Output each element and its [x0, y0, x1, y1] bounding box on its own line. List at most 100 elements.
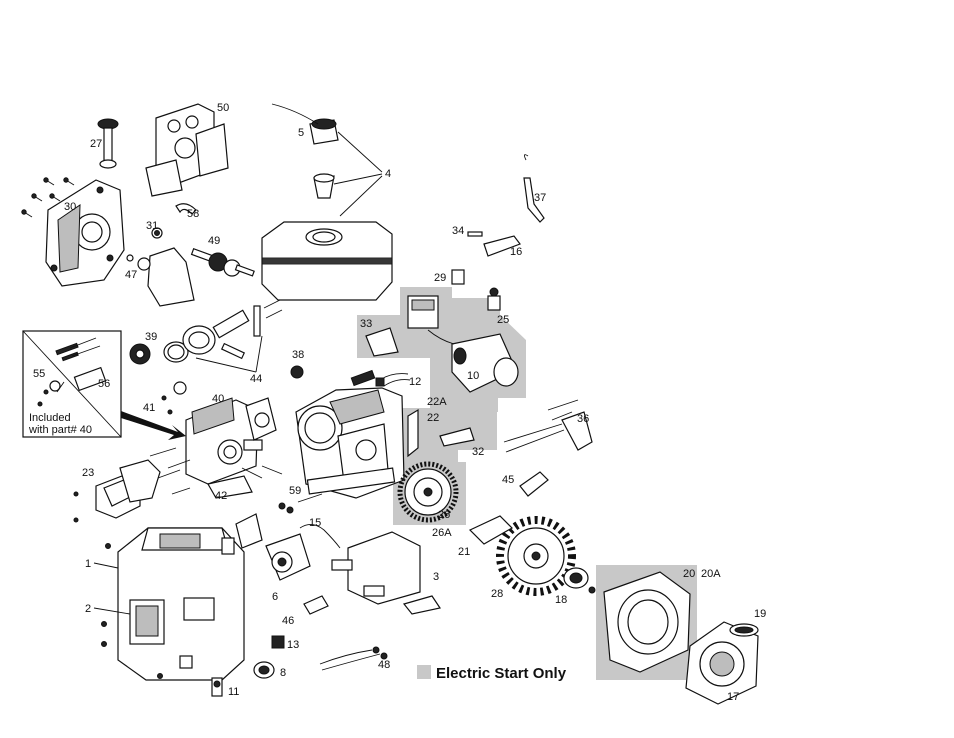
callout-45: 45 [502, 474, 514, 486]
part-13 [271, 635, 285, 649]
crankshaft-49 [190, 247, 255, 277]
bolt-row-1 [263, 299, 281, 309]
rocker-arm-42 [207, 475, 253, 499]
leader-4c [339, 175, 383, 217]
leader-4a [337, 131, 383, 173]
callout-10: 10 [467, 370, 479, 382]
callout-16: 16 [510, 246, 522, 258]
bearing-47 [137, 257, 151, 271]
callout-19: 19 [754, 608, 766, 620]
wiring-12 [375, 373, 411, 387]
cylinder-head-40 [185, 397, 263, 485]
governor-lever-36 [503, 399, 593, 453]
callout-59: 59 [289, 485, 301, 497]
choke-rod-37 [523, 154, 545, 223]
rocker-41 [173, 381, 187, 395]
starter-wire [427, 329, 455, 345]
callout-26A: 26A [432, 527, 452, 539]
bracket-33 [365, 327, 399, 357]
oil-dipstick-27 [97, 118, 119, 169]
callout-6: 6 [272, 591, 278, 603]
callout-1: 1 [85, 558, 91, 570]
callout-20A: 20A [701, 568, 721, 580]
bearing-47b [126, 254, 134, 262]
callout-47: 47 [125, 269, 137, 281]
screws-left [73, 491, 163, 679]
seal-31-inner [154, 230, 160, 236]
callout-40: 40 [212, 393, 224, 405]
carburetor-6 [265, 533, 311, 581]
recoil-handle-19 [729, 623, 759, 637]
recoil-starter-17 [685, 621, 759, 705]
callout-42: 42 [215, 490, 227, 502]
callout-22: 22 [427, 412, 439, 424]
deflector-22 [407, 408, 419, 458]
part-8 [253, 661, 275, 679]
callout-41: 41 [143, 402, 155, 414]
rod-59 [297, 493, 323, 503]
starter-button-box [407, 295, 439, 329]
callout-22A: 22A [427, 396, 447, 408]
leader-1 [93, 562, 119, 569]
callout-21: 21 [458, 546, 470, 558]
muffler-3 [331, 531, 441, 615]
callout-58: 58 [187, 208, 199, 220]
gear-38 [290, 365, 304, 379]
callout-33: 33 [360, 318, 372, 330]
callout-27: 27 [90, 138, 102, 150]
bolt-34 [467, 231, 483, 237]
starter-motor-10 [451, 333, 519, 393]
legend-swatch [417, 665, 431, 679]
piston-rings-44 [163, 305, 261, 363]
callout-4: 4 [385, 168, 391, 180]
small-part-59b [286, 506, 294, 514]
callout-11: 11 [228, 686, 239, 698]
starter-cup-18 [563, 567, 589, 589]
flywheel-28 [496, 516, 576, 596]
callout-labels: 1 2 3 4 5 6 8 10 11 12 13 15 16 17 18 19… [33, 102, 766, 703]
bracket-32 [439, 427, 475, 447]
fuel-line-15 [299, 524, 341, 549]
callout-2: 2 [85, 603, 91, 615]
callout-56: 56 [98, 378, 110, 390]
callout-20: 20 [683, 568, 695, 580]
inset-note-line2: with part# 40 [28, 424, 92, 436]
callout-26: 26 [438, 509, 450, 521]
leader-44b [195, 357, 257, 373]
callout-15: 15 [309, 517, 321, 529]
bracket-46 [303, 595, 329, 615]
callout-37: 37 [534, 192, 546, 204]
callout-5: 5 [298, 127, 304, 139]
callout-50: 50 [217, 102, 229, 114]
leader-2 [93, 607, 131, 615]
callout-31: 31 [146, 220, 158, 232]
air-filter-bracket [235, 513, 263, 549]
plate-21 [468, 515, 513, 545]
bolt-row-2 [265, 309, 283, 319]
small-part-59a [278, 502, 286, 510]
blower-housing-20 [603, 571, 691, 673]
callout-25: 25 [497, 314, 509, 326]
ring-gear-26 [397, 461, 459, 523]
callout-17: 17 [727, 691, 739, 703]
callout-28: 28 [491, 588, 503, 600]
callout-49: 49 [208, 235, 220, 247]
leader-44a [255, 335, 263, 373]
callout-8: 8 [280, 667, 286, 679]
inset-included-parts: Included with part# 40 [22, 330, 122, 438]
rocker-41-dot [161, 395, 167, 401]
fuel-cap-5 [309, 118, 339, 145]
nut-20 [588, 586, 596, 594]
engine-block-center [295, 369, 405, 499]
wiring-harness-48 [319, 646, 388, 671]
callout-46: 46 [282, 615, 294, 627]
inset-note-line1: Included [29, 412, 71, 424]
callout-48: 48 [378, 659, 390, 671]
callout-39: 39 [145, 331, 157, 343]
inset-pointer-arrow [121, 411, 186, 440]
callout-23: 23 [82, 467, 94, 479]
bracket-45 [519, 471, 549, 497]
switch-29 [451, 269, 465, 285]
callout-38: 38 [292, 349, 304, 361]
